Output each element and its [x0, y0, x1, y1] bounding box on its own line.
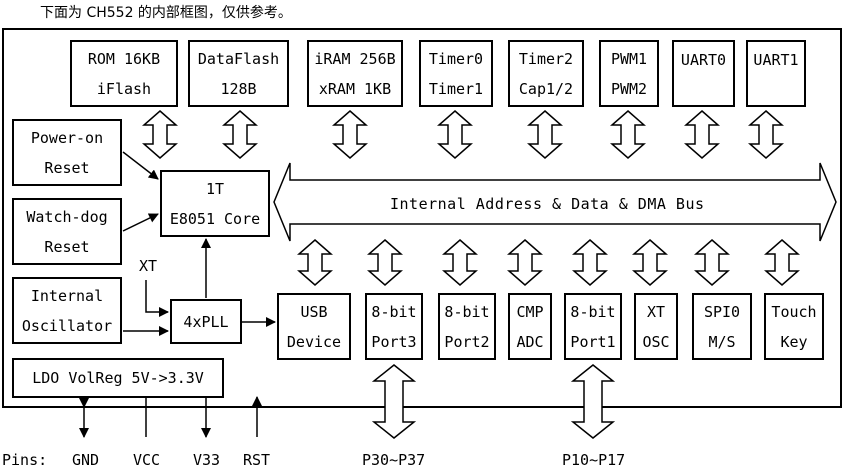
- xt-osc-bus-arrow: [632, 239, 668, 286]
- timer01-block: Timer0 Timer1: [419, 40, 493, 107]
- port2-line1: 8-bit: [444, 302, 490, 321]
- spi-block: SPI0 M/S: [692, 293, 752, 360]
- timer01-block-line2: Timer1: [428, 79, 484, 98]
- ram-bus-arrow: [332, 110, 368, 159]
- power-on-line2: Reset: [44, 158, 90, 177]
- pll-block: 4xPLL: [170, 299, 242, 344]
- core-line1: 1T: [205, 179, 225, 198]
- port3-block: 8-bit Port3: [365, 293, 423, 360]
- timer2-block: Timer2 Cap1/2: [508, 40, 584, 107]
- rom-block-line2: iFlash: [96, 79, 152, 98]
- chip-outline: [2, 28, 842, 408]
- ldo-block: LDO VolReg 5V->3.3V: [12, 358, 224, 398]
- xt-label: XT: [139, 257, 158, 275]
- timer2-block-line2: Cap1/2: [518, 79, 574, 98]
- rom-bus-arrow: [142, 110, 178, 159]
- watchdog-line1: Watch-dog: [26, 207, 108, 226]
- p3-pin-label: P30~P37: [362, 451, 426, 469]
- xt-to-pll-arrow: [145, 280, 169, 317]
- dataflash-block-line1: DataFlash: [197, 49, 280, 68]
- timer01-bus-arrow: [437, 110, 473, 159]
- bus-label: Internal Address & Data & DMA Bus: [390, 195, 705, 213]
- internal-bus-arrow: [273, 162, 837, 242]
- ldo-label: LDO VolReg 5V->3.3V: [32, 369, 204, 387]
- core-block: 1T E8051 Core: [160, 170, 270, 237]
- usb-bus-arrow: [297, 239, 333, 286]
- port2-line2: Port2: [444, 332, 490, 351]
- pll-label: 4xPLL: [183, 312, 229, 331]
- oscillator-line1: Internal: [30, 286, 104, 305]
- dataflash-block-line2: 128B: [220, 79, 257, 98]
- v33-pin-label: V33: [193, 451, 221, 469]
- rom-block: ROM 16KB iFlash: [70, 40, 178, 107]
- port3-line2: Port3: [371, 332, 417, 351]
- xt-osc-block: XT OSC: [634, 293, 678, 360]
- pwm-bus-arrow: [610, 110, 646, 159]
- power-on-to-core-arrow: [122, 151, 159, 180]
- port3-bus-arrow: [367, 239, 403, 286]
- watchdog-line2: Reset: [44, 237, 90, 256]
- xt-osc-line2: OSC: [642, 332, 670, 351]
- spi-line2: M/S: [708, 332, 736, 351]
- port3-pin-arrow: [371, 364, 417, 439]
- watchdog-to-core-arrow: [122, 213, 159, 232]
- cmp-adc-block: CMP ADC: [508, 293, 552, 360]
- cmp-line1: CMP: [516, 302, 544, 321]
- diagram-caption: 下面为 CH552 的内部框图，仅供参考。: [40, 5, 292, 21]
- touch-key-bus-arrow: [764, 239, 800, 286]
- vcc-pin-label: VCC: [133, 451, 161, 469]
- pwm-block-line2: PWM2: [610, 79, 648, 98]
- touch-key-block: Touch Key: [764, 293, 824, 360]
- uart1-bus-arrow: [748, 110, 784, 159]
- dataflash-bus-arrow: [222, 110, 258, 159]
- port2-block: 8-bit Port2: [438, 293, 496, 360]
- internal-oscillator-block: Internal Oscillator: [12, 277, 122, 344]
- core-line2: E8051 Core: [169, 209, 261, 228]
- touch-line2: Key: [780, 332, 808, 351]
- port2-bus-arrow: [442, 239, 478, 286]
- port1-pin-arrow: [570, 364, 616, 439]
- port3-line1: 8-bit: [371, 302, 417, 321]
- cmp-adc-bus-arrow: [507, 239, 543, 286]
- ram-block-line1: iRAM 256B: [314, 49, 396, 68]
- spi-line1: SPI0: [703, 302, 741, 321]
- p1-pin-label: P10~P17: [562, 451, 626, 469]
- oscillator-line2: Oscillator: [21, 316, 113, 335]
- power-on-reset-block: Power-on Reset: [12, 119, 122, 186]
- ram-block-line2: xRAM 1KB: [318, 79, 392, 98]
- timer2-bus-arrow: [527, 110, 563, 159]
- touch-line1: Touch: [771, 302, 817, 321]
- pwm-block: PWM1 PWM2: [599, 40, 659, 107]
- rst-pin-label: RST: [243, 451, 271, 469]
- usb-device-block: USB Device: [277, 293, 351, 360]
- xt-osc-line1: XT: [646, 302, 666, 321]
- watchdog-reset-block: Watch-dog Reset: [12, 198, 122, 265]
- timer01-block-line1: Timer0: [428, 49, 484, 68]
- usb-line1: USB: [300, 302, 328, 321]
- uart1-block: UART1: [746, 40, 806, 107]
- port1-block: 8-bit Port1: [564, 293, 622, 360]
- ram-block: iRAM 256B xRAM 1KB: [307, 40, 403, 107]
- uart0-block: UART0: [672, 40, 735, 107]
- pwm-block-line1: PWM1: [610, 49, 648, 68]
- uart0-block-line1: UART0: [680, 51, 727, 69]
- port1-bus-arrow: [572, 239, 608, 286]
- uart0-bus-arrow: [684, 110, 720, 159]
- dataflash-block: DataFlash 128B: [188, 40, 289, 107]
- gnd-pin-label: GND: [72, 451, 100, 469]
- power-on-line1: Power-on: [30, 128, 104, 147]
- uart1-block-line1: UART1: [753, 51, 799, 69]
- usb-line2: Device: [286, 332, 342, 351]
- spi-bus-arrow: [694, 239, 730, 286]
- port1-line2: Port1: [570, 332, 616, 351]
- pins-label: Pins:: [2, 451, 48, 469]
- timer2-block-line1: Timer2: [518, 49, 574, 68]
- port1-line1: 8-bit: [570, 302, 616, 321]
- cmp-line2: ADC: [516, 332, 544, 351]
- rom-block-line1: ROM 16KB: [87, 49, 161, 68]
